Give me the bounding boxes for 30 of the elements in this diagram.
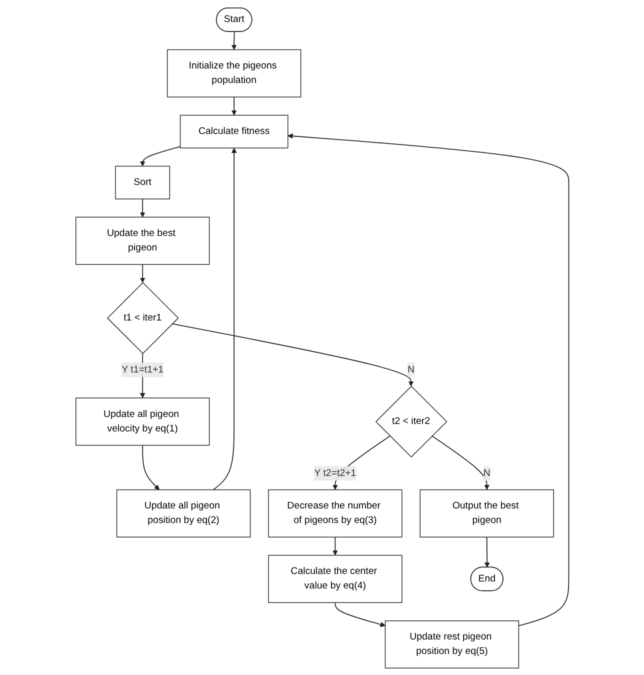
node-box: [166, 48, 301, 97]
arrow: [231, 30, 236, 50]
edge-label: N: [407, 364, 414, 374]
node-box: [180, 114, 288, 148]
arrow: [431, 435, 490, 490]
node-box: [75, 397, 210, 446]
node-box: [116, 488, 250, 537]
node-box: [419, 488, 554, 537]
arrow: [484, 536, 490, 568]
arrow: [140, 264, 145, 282]
node-box: [384, 620, 519, 668]
arrow: [140, 198, 145, 217]
node-diamond: [106, 282, 178, 354]
arrow: [334, 602, 386, 627]
node-box: [75, 216, 210, 264]
arrow: [287, 132, 569, 626]
arrow: [142, 444, 160, 490]
node-diamond: [375, 385, 447, 458]
arrow: [140, 146, 180, 166]
arrow: [172, 322, 414, 386]
node-box: [114, 165, 170, 199]
edge-label: Y t2=t2+1: [314, 467, 356, 478]
node-box: [268, 554, 402, 602]
arrow: [231, 96, 236, 115]
edge-label: Y t1=t1+1: [121, 364, 164, 374]
flowchart: Y t1=t1+1 N Y t2=t2+1 N Start Initialize the pigeons population Calculate fitness Sort Update the best pigeon t1 < iter1 t2 < iter2 Update all pigeon velocity by eq(1) Update all pigeon position by eq(2) Decrease the number of pigeons by eq(3) Output the best pigeon Calculate the center value by eq(4) End Update rest pigeon position by eq(5): [70, 2, 574, 672]
node-box: [268, 488, 402, 537]
arrow: [212, 147, 236, 490]
arrow: [332, 536, 338, 556]
edge-label: N: [483, 467, 490, 478]
